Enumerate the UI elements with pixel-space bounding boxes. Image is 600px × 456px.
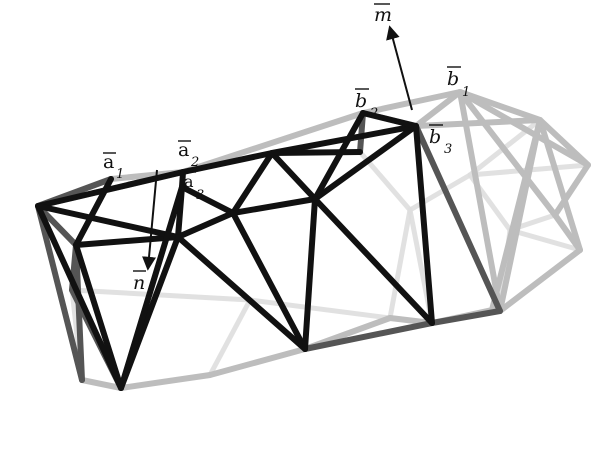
dark-strut-T1-T2 xyxy=(230,150,275,216)
vector-m-arrow xyxy=(386,25,413,111)
dark-strut-T4-U2 xyxy=(312,196,435,326)
light-strut-B1-R1 xyxy=(457,89,591,168)
label-b3: b 3 xyxy=(429,124,452,157)
label-a1-base: a xyxy=(103,151,114,173)
dark-strut-A3-T2 xyxy=(179,184,236,216)
label-b2: b 2 xyxy=(355,88,378,121)
label-b2-sub: 2 xyxy=(369,106,378,121)
label-n: n xyxy=(133,270,146,294)
label-a2-sub: 2 xyxy=(190,155,199,170)
label-a2: a 2 xyxy=(178,139,199,170)
dark-strut-T1-T4 xyxy=(269,150,318,202)
dark-strut-T3-T2 xyxy=(175,210,236,240)
label-m: m xyxy=(374,3,392,26)
light-strut-B1-U3 xyxy=(457,89,503,314)
dark-strut-L0-T3 xyxy=(35,203,181,240)
light-strut-R1-R4 xyxy=(552,162,591,218)
label-a1: a 1 xyxy=(103,151,124,182)
light-strut-U4-R2 xyxy=(537,117,583,253)
dark-strut-T1-T5 xyxy=(269,149,363,156)
dark-strut-T1-B3 xyxy=(269,123,419,156)
label-a3: a 3 xyxy=(184,171,204,203)
label-b1-base: b xyxy=(447,68,459,90)
faint-strut-F3-F6 xyxy=(387,207,413,321)
dark-strut-T4-B2 xyxy=(312,110,366,202)
light-strut-F2-U1 xyxy=(207,346,308,378)
dark-strut-L1-T3 xyxy=(73,234,181,248)
dark-strut-T4-B3 xyxy=(312,123,419,202)
light-strut-B1-R4 xyxy=(457,89,558,218)
label-a3-sub: 3 xyxy=(196,188,204,203)
dark-strut-L1-A1 xyxy=(73,176,114,248)
label-b2-base: b xyxy=(355,90,367,112)
light-strut-A2-B2 xyxy=(180,110,366,175)
dark-strut-L0-L3 xyxy=(35,203,124,391)
light-strut-U4-R3 xyxy=(489,117,543,313)
dark-strut-T2-T4 xyxy=(230,196,318,216)
light-strut-R2-U3 xyxy=(497,247,583,314)
light-strut-L3-F2 xyxy=(118,372,213,391)
faint-strut-F7-F2 xyxy=(207,297,253,378)
front-struts xyxy=(35,110,435,391)
label-a1-sub: 1 xyxy=(116,167,124,182)
dark-strut-T4-U1 xyxy=(302,196,318,352)
dark-strut-A2-T1 xyxy=(180,150,275,175)
label-b3-base: b xyxy=(429,126,441,148)
side-struts xyxy=(35,89,591,391)
dark-strut-B3-U2 xyxy=(413,123,435,326)
dark-strut-L0-A2 xyxy=(35,169,186,209)
light-strut-B2-B1 xyxy=(360,89,463,116)
label-b3-sub: 3 xyxy=(444,142,452,157)
label-m-text: m xyxy=(374,4,392,26)
mid-strut-L0-L1 xyxy=(35,203,79,248)
faint-strut-F7-F3 xyxy=(247,297,393,321)
mid-strut-B3-U3 xyxy=(413,123,503,314)
faint-strut-F5-R2 xyxy=(507,227,583,253)
label-a2-base: a xyxy=(178,139,189,161)
label-b1-sub: 1 xyxy=(462,85,470,100)
light-strut-B3-B1 xyxy=(413,89,463,129)
dark-strut-T3-U1 xyxy=(175,234,308,352)
vector-n-arrow xyxy=(142,169,158,271)
mid-strut-L0-L2 xyxy=(35,203,85,383)
label-b1: b 1 xyxy=(447,66,470,100)
light-strut-L2-L3 xyxy=(79,377,124,391)
faint-strut-F1-F7 xyxy=(69,287,253,303)
mid-strut-U1-U2 xyxy=(302,320,435,352)
dark-strut-A3-L3 xyxy=(118,184,185,391)
mid-strut-U2-U3 xyxy=(429,308,503,326)
dark-strut-T2-U1 xyxy=(230,210,308,352)
dark-strut-B2-B3 xyxy=(360,110,419,129)
label-a3-base: a xyxy=(184,172,194,191)
dark-strut-L1-L3 xyxy=(73,242,124,391)
label-n-text: n xyxy=(133,272,145,294)
